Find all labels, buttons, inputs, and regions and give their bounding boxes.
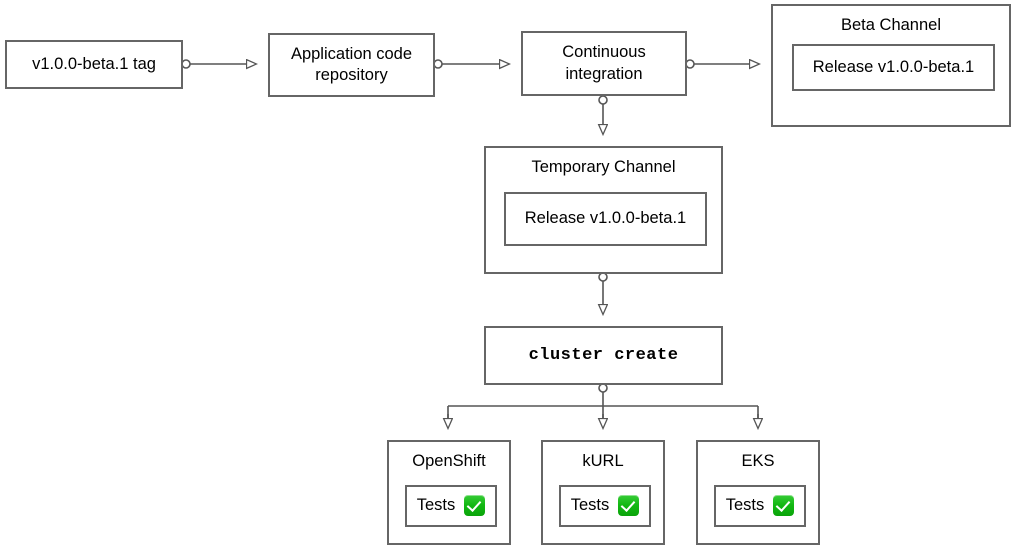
node-kurl-title: kURL <box>582 452 624 470</box>
edge-repo-to-ci <box>433 60 509 68</box>
node-beta-channel-release[interactable]: Release v1.0.0-beta.1 <box>792 44 995 91</box>
node-continuous-integration[interactable]: Continuous integration <box>521 31 687 96</box>
edge-ci-to-beta-channel <box>685 60 759 68</box>
green-check-icon <box>773 495 795 517</box>
node-eks[interactable]: EKS Tests <box>696 440 820 545</box>
node-beta-channel-title: Beta Channel <box>841 16 941 34</box>
node-openshift[interactable]: OpenShift Tests <box>387 440 511 545</box>
edge-temporary-channel-to-cluster-create <box>599 272 607 314</box>
node-kurl[interactable]: kURL Tests <box>541 440 665 545</box>
node-eks-tests-label: Tests <box>725 496 765 515</box>
node-version-tag-label: v1.0.0-beta.1 tag <box>32 54 156 73</box>
node-kurl-tests-label: Tests <box>570 496 610 515</box>
node-continuous-integration-label: Continuous integration <box>562 43 646 83</box>
node-temporary-channel-title: Temporary Channel <box>531 158 676 176</box>
node-eks-tests[interactable]: Tests <box>714 485 806 527</box>
edge-tag-to-repo <box>181 60 256 68</box>
green-check-icon <box>618 495 640 517</box>
node-app-code-repository[interactable]: Application code repository <box>268 33 435 97</box>
node-version-tag[interactable]: v1.0.0-beta.1 tag <box>5 40 183 89</box>
node-openshift-title: OpenShift <box>412 452 486 470</box>
edge-cluster-create-branch <box>448 383 758 428</box>
node-openshift-tests[interactable]: Tests <box>405 485 497 527</box>
node-cluster-create-label: cluster create <box>528 345 679 365</box>
node-temporary-channel-release-label: Release v1.0.0-beta.1 <box>524 209 687 228</box>
node-beta-channel[interactable]: Beta Channel Release v1.0.0-beta.1 <box>771 4 1011 127</box>
node-eks-title: EKS <box>741 452 775 470</box>
node-openshift-tests-label: Tests <box>416 496 456 515</box>
node-temporary-channel-release[interactable]: Release v1.0.0-beta.1 <box>504 192 707 246</box>
node-app-code-repository-label: Application code repository <box>290 44 413 84</box>
green-check-icon <box>464 495 486 517</box>
node-beta-channel-release-label: Release v1.0.0-beta.1 <box>812 57 975 76</box>
node-cluster-create[interactable]: cluster create <box>484 326 723 385</box>
node-temporary-channel[interactable]: Temporary Channel Release v1.0.0-beta.1 <box>484 146 723 274</box>
edge-ci-to-temporary-channel <box>599 95 607 134</box>
node-kurl-tests[interactable]: Tests <box>559 485 651 527</box>
